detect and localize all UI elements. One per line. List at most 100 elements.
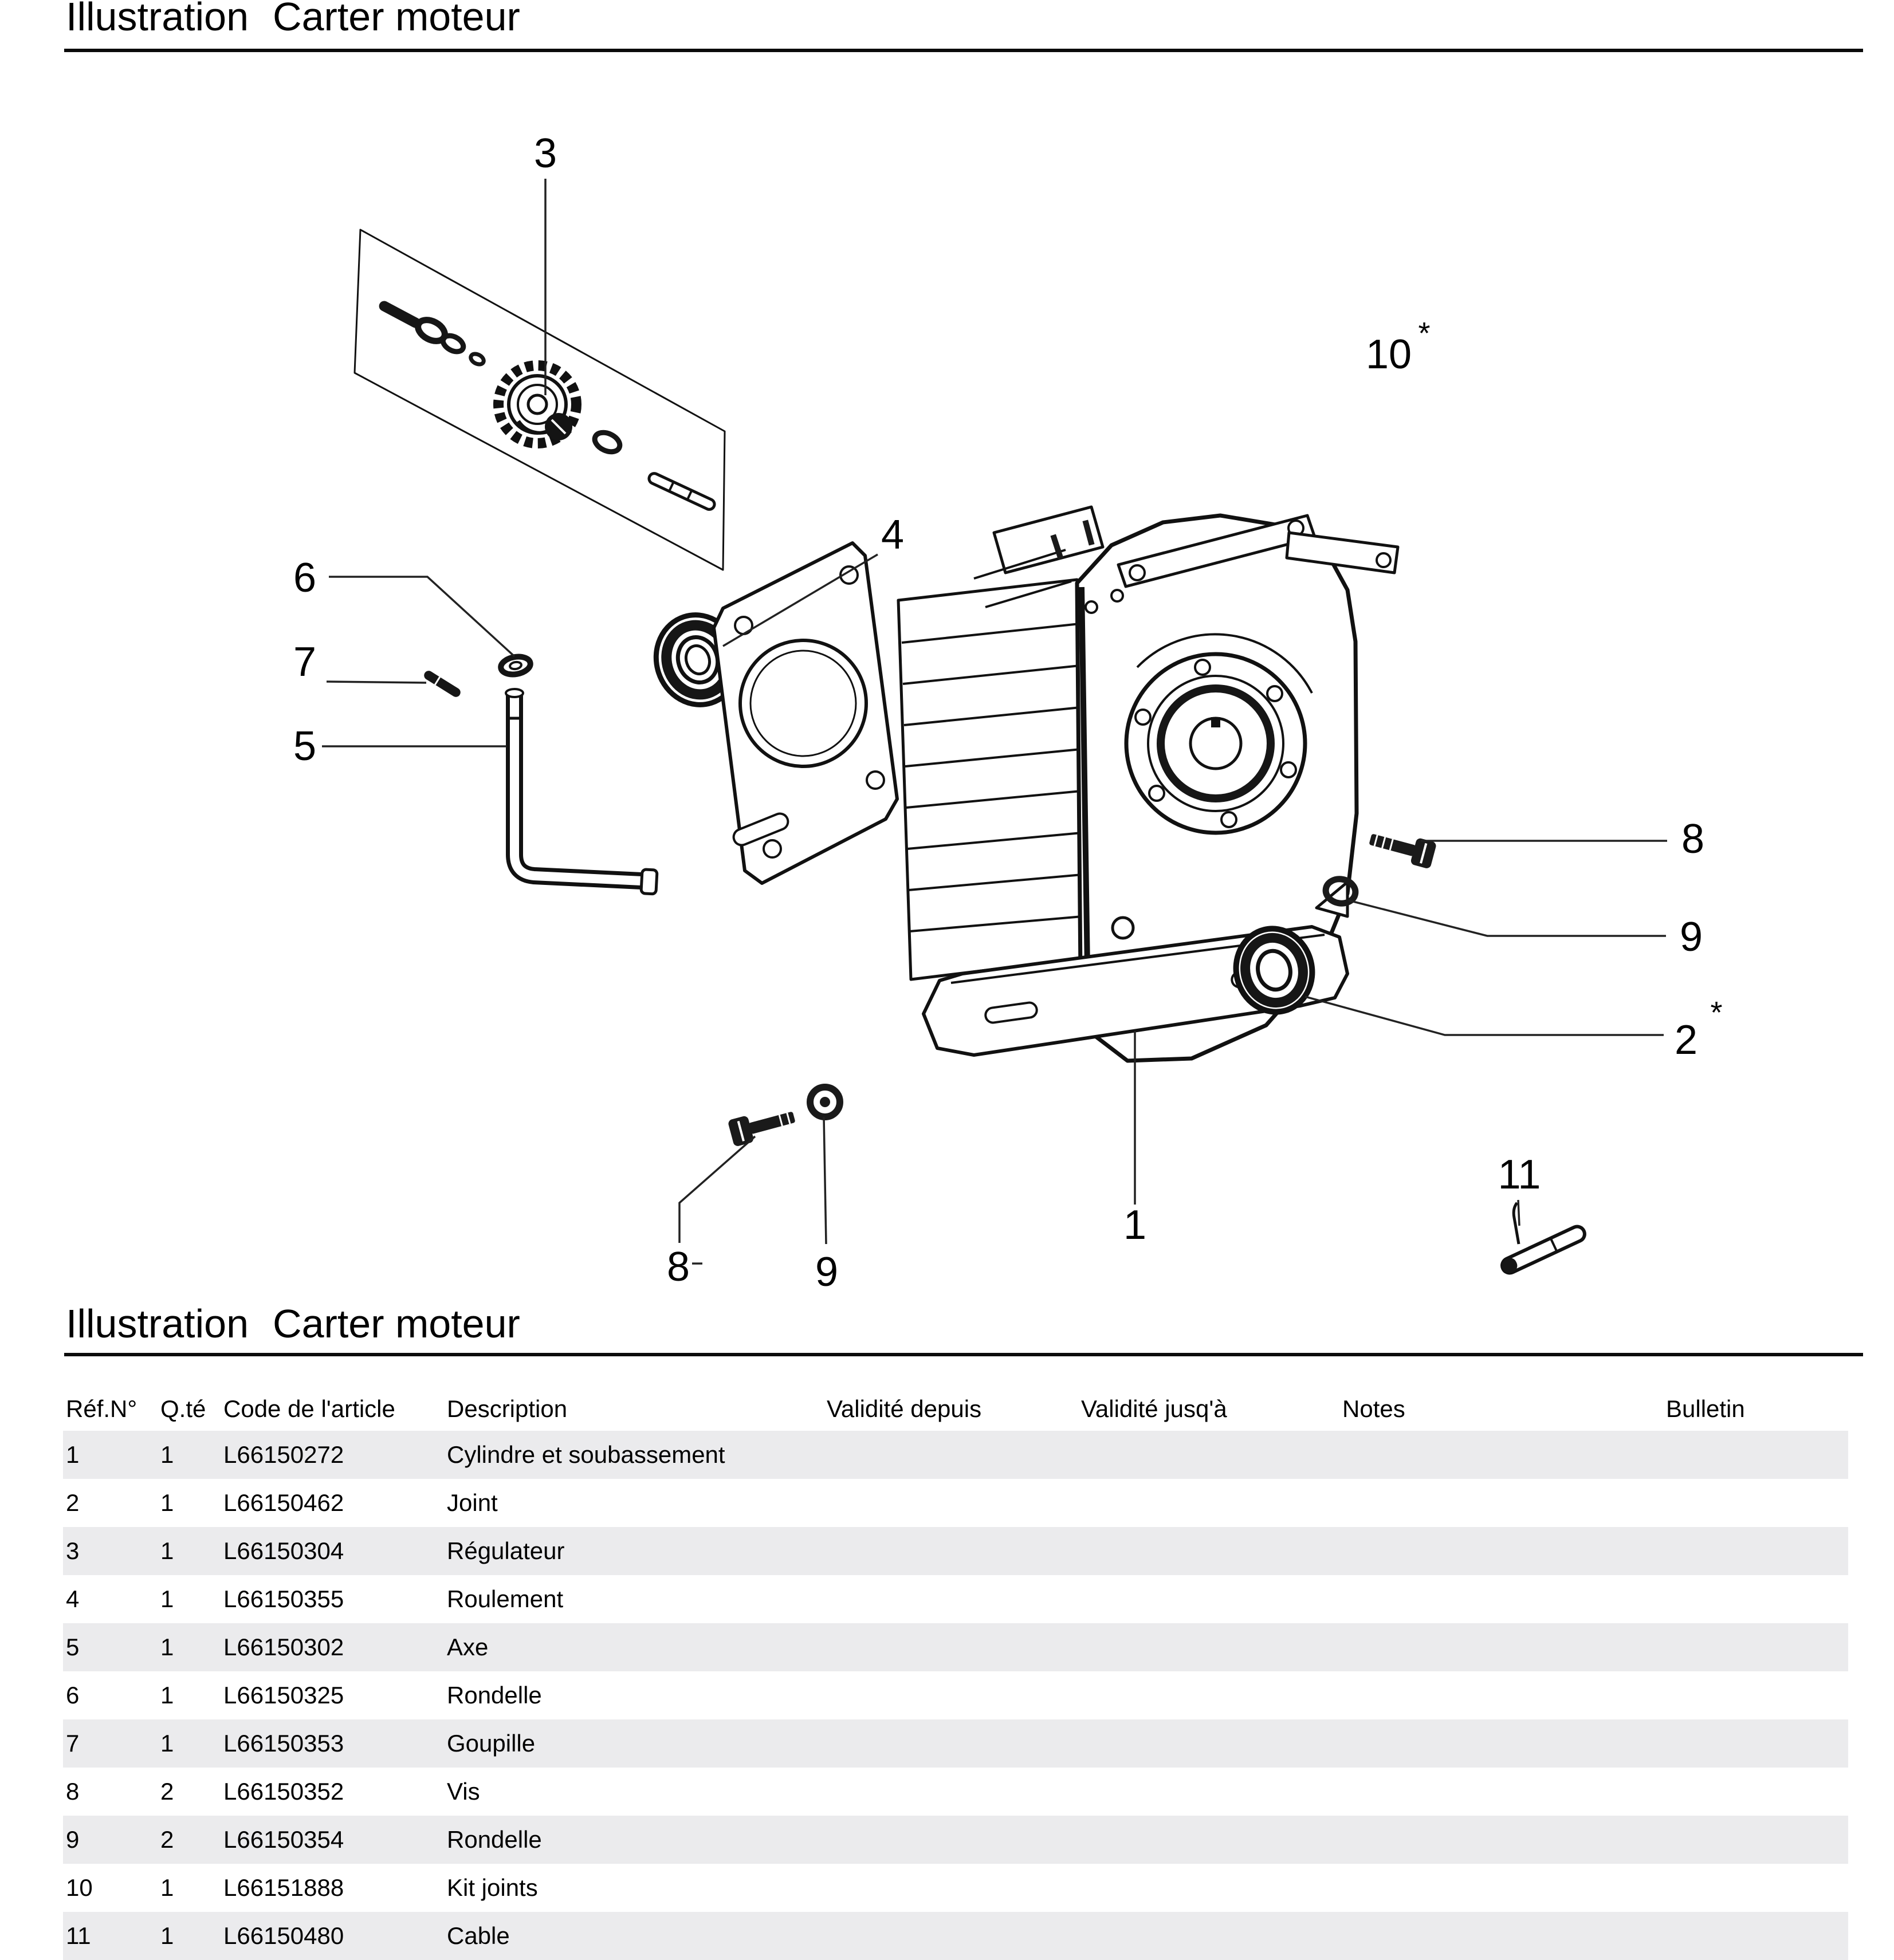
- cell-ref: 1: [66, 1441, 80, 1468]
- cell-description: Cable: [447, 1922, 510, 1949]
- callout-labels: 3 10 * 4 6 7 5 8 9 2 * 1 8 9 11: [293, 131, 1723, 1295]
- leader-lines: [322, 179, 1667, 1265]
- cell-ref: 9: [66, 1826, 80, 1853]
- cell-description: Goupille: [447, 1730, 536, 1757]
- leader-11: [1517, 1199, 1520, 1226]
- callout-10-asterisk: *: [1418, 316, 1430, 351]
- cell-qty: 1: [160, 1874, 174, 1901]
- callout-8-bottom: 8: [667, 1244, 690, 1290]
- cell-code: L66150353: [223, 1730, 344, 1757]
- callout-11: 11: [1498, 1152, 1541, 1198]
- callout-5: 5: [293, 723, 316, 769]
- cell-qty: 2: [160, 1778, 174, 1805]
- header-valid-to: Validité jusq'à: [1081, 1395, 1227, 1422]
- cell-code: L66150355: [223, 1585, 344, 1612]
- cell-description: Régulateur: [447, 1537, 565, 1564]
- cell-qty: 1: [160, 1585, 174, 1612]
- cell-qty: 1: [160, 1489, 174, 1516]
- table-title-value: Carter moteur: [273, 1301, 520, 1346]
- cell-code: L66150272: [223, 1441, 344, 1468]
- cell-code: L66150302: [223, 1634, 344, 1660]
- header-bulletin: Bulletin: [1666, 1395, 1745, 1422]
- leader-9-right: [1348, 899, 1666, 937]
- cell-description: Cylindre et soubassement: [447, 1441, 725, 1468]
- header-qty: Q.té: [160, 1395, 206, 1422]
- callout-2: 2: [1675, 1017, 1697, 1063]
- title-rule: [64, 49, 1863, 52]
- callout-7: 7: [293, 639, 316, 685]
- axle-part-5: [505, 688, 659, 896]
- cell-qty: 2: [160, 1826, 174, 1853]
- callout-10: 10: [1366, 332, 1412, 377]
- oil-seal-part-2: [1233, 926, 1315, 1015]
- cell-description: Kit joints: [447, 1874, 538, 1901]
- cell-qty: 1: [160, 1441, 174, 1468]
- cell-qty: 1: [160, 1682, 174, 1709]
- cell-description: Axe: [447, 1634, 489, 1660]
- header-ref: Réf.N°: [66, 1395, 137, 1422]
- leader-2: [1304, 995, 1664, 1036]
- cable-part-11: [1500, 1202, 1586, 1275]
- cell-ref: 6: [66, 1682, 80, 1709]
- governor-gear: [493, 360, 581, 448]
- callout-8-right: 8: [1681, 816, 1704, 862]
- callout-3: 3: [534, 131, 557, 176]
- header-notes: Notes: [1342, 1395, 1405, 1422]
- cell-code: L66150352: [223, 1778, 344, 1805]
- table-title-label: Illustration: [66, 1301, 249, 1346]
- screw-part-8-right: [1369, 834, 1436, 868]
- cell-qty: 1: [160, 1922, 174, 1949]
- table-row: 2 1 L66150462 Joint: [0, 1479, 1894, 1527]
- cell-code: L66150325: [223, 1682, 344, 1709]
- washer-part-6: [498, 654, 533, 678]
- cell-description: Joint: [447, 1489, 498, 1516]
- cell-code: L66150354: [223, 1826, 344, 1853]
- callout-9-right: 9: [1680, 914, 1703, 960]
- callout-9-bottom: 9: [815, 1249, 838, 1295]
- leader-7: [326, 680, 427, 684]
- cell-description: Rondelle: [447, 1826, 542, 1853]
- pin-part-7: [424, 671, 461, 697]
- leader-6: [329, 576, 516, 658]
- cell-qty: 1: [160, 1730, 174, 1757]
- table-row: 9 2 L66150354 Rondelle: [0, 1816, 1894, 1864]
- cell-description: Roulement: [447, 1585, 564, 1612]
- exploded-view-illustration: 3 10 * 4 6 7 5 8 9 2 * 1 8 9 11: [293, 131, 1723, 1295]
- page-title-label: Illustration: [66, 0, 249, 39]
- callout-6: 6: [293, 555, 316, 601]
- cell-code: L66150462: [223, 1489, 344, 1516]
- table-title-rule: [64, 1353, 1863, 1356]
- table-row: 4 1 L66150355 Roulement: [0, 1575, 1894, 1623]
- cell-code: L66150304: [223, 1537, 344, 1564]
- table-header-row: Réf.N° Q.té Code de l'article Descriptio…: [0, 1390, 1894, 1428]
- page-title: Illustration Carter moteur: [66, 0, 520, 39]
- callout-1: 1: [1123, 1202, 1146, 1248]
- cell-ref: 10: [66, 1874, 93, 1901]
- screw-part-8-bottom: [728, 1112, 795, 1146]
- header-desc: Description: [447, 1395, 568, 1422]
- washer-part-9-right: [1322, 876, 1359, 907]
- cell-qty: 1: [160, 1537, 174, 1564]
- leader-8-bottom: [678, 1135, 756, 1243]
- cell-ref: 11: [66, 1922, 91, 1949]
- table-title: Illustration Carter moteur: [66, 1301, 520, 1346]
- cell-ref: 2: [66, 1489, 80, 1516]
- cell-ref: 4: [66, 1585, 80, 1612]
- table-row: 6 1 L66150325 Rondelle: [0, 1671, 1894, 1719]
- cell-code: L66150480: [223, 1922, 344, 1949]
- nut-part-9-bottom: [807, 1084, 843, 1120]
- cell-description: Rondelle: [447, 1682, 542, 1709]
- page-title-value: Carter moteur: [273, 0, 520, 39]
- header-code: Code de l'article: [223, 1395, 395, 1422]
- callout-2-asterisk: *: [1710, 995, 1722, 1030]
- cell-ref: 5: [66, 1634, 80, 1660]
- cell-ref: 8: [66, 1778, 80, 1805]
